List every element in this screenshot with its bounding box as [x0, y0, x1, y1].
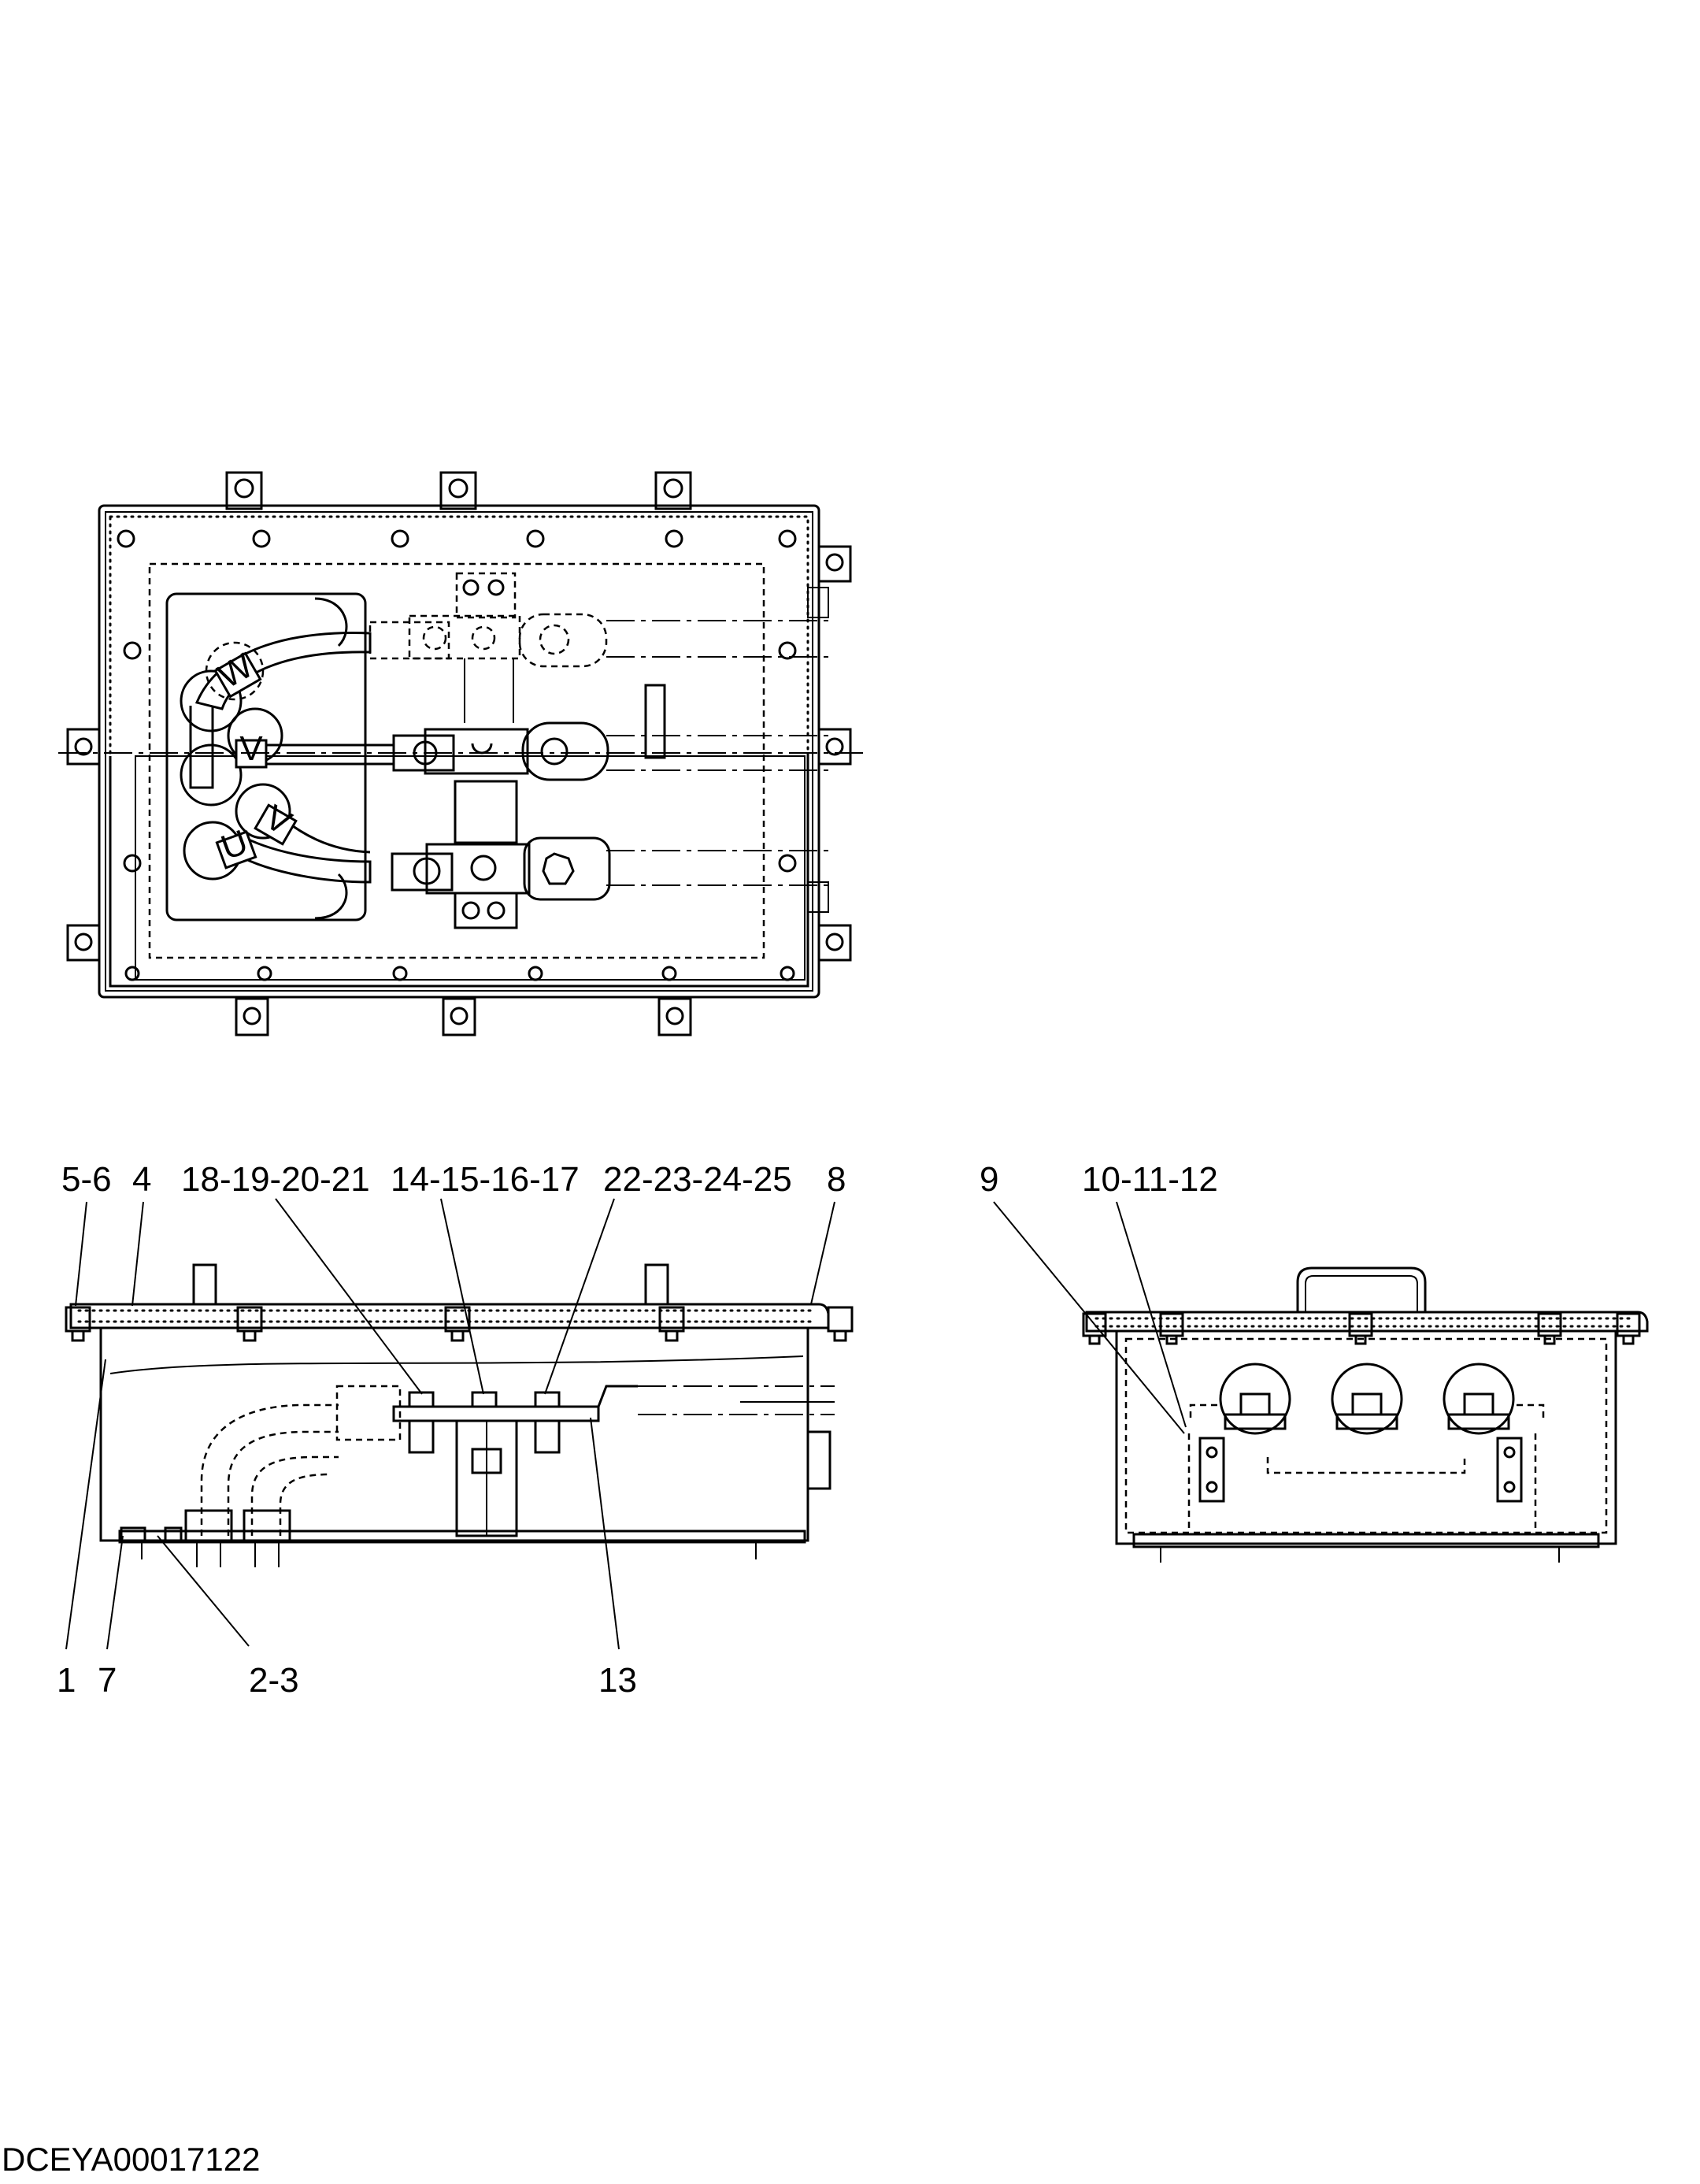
- lug-row-2: [392, 684, 835, 781]
- callout-2-3: 2-3: [249, 1661, 299, 1700]
- top-view: W V V U: [58, 471, 866, 1036]
- leader-lines: [65, 1198, 1187, 1650]
- lid-bolt-holes: [117, 529, 797, 981]
- lid-nuts: [65, 1306, 854, 1342]
- mounting-tabs-bottom: [235, 997, 692, 1036]
- callout-18-21: 18-19-20-21: [181, 1160, 370, 1199]
- callout-10-12: 10-11-12: [1082, 1160, 1218, 1199]
- terminal-base: [165, 592, 367, 921]
- document-id: DCEYA00017122: [2, 2141, 260, 2178]
- callout-9: 9: [980, 1160, 998, 1199]
- callout-22-25: 22-23-24-25: [603, 1160, 792, 1199]
- svg-text:U: U: [216, 822, 253, 867]
- end-view: [1082, 1266, 1649, 1563]
- svg-text:V: V: [239, 729, 263, 768]
- end-terminals: [1219, 1363, 1515, 1435]
- cable-tag-u: U: [215, 822, 257, 870]
- gasket-outline: [109, 515, 809, 988]
- lug-row-1: [369, 572, 835, 668]
- end-box-body: [1115, 1329, 1617, 1545]
- cable-tag-w: W: [212, 646, 262, 699]
- callout-14-17: 14-15-16-17: [391, 1160, 580, 1199]
- callout-8: 8: [827, 1160, 846, 1199]
- callout-7: 7: [98, 1661, 117, 1700]
- callout-5-6: 5-6: [61, 1160, 112, 1199]
- svg-text:W: W: [212, 646, 260, 695]
- cable-tag-v1: V: [235, 729, 268, 769]
- callout-4: 4: [132, 1160, 151, 1199]
- lug-row-3: [391, 836, 835, 929]
- bus-bar-13: [392, 1405, 600, 1422]
- callout-13: 13: [598, 1661, 637, 1700]
- front-view: [65, 1263, 854, 1567]
- callout-1: 1: [57, 1661, 76, 1700]
- lid-outline: [98, 504, 820, 999]
- support-block: [454, 780, 518, 844]
